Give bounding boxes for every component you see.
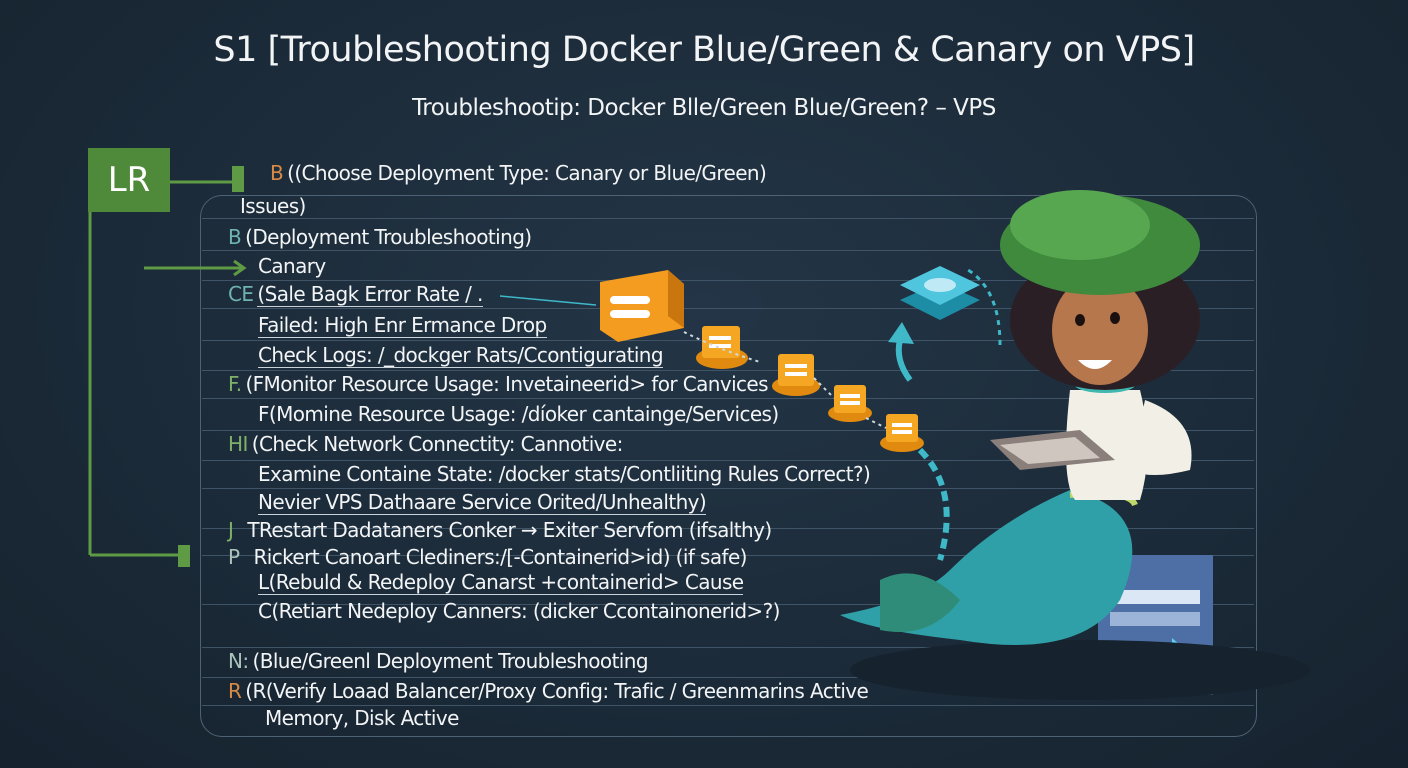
flow-line: L(Rebuld & Redeploy Canarst +containerid…	[258, 570, 744, 595]
divider	[202, 604, 1254, 605]
line-prefix: CE	[228, 282, 254, 306]
line-text: ((Choose Deployment Type: Canary or Blue…	[287, 161, 767, 185]
flow-panel	[200, 195, 1257, 737]
line-text: TRestart Dadataners Conker → Exiter Serv…	[247, 518, 772, 542]
flow-line: Canary	[258, 254, 326, 278]
divider	[202, 398, 1254, 399]
dashed-arrow	[917, 447, 950, 561]
line-text: Check Logs: /_dockger Rats/Ccontiguratin…	[258, 343, 664, 368]
line-text: Memory, Disk Active	[265, 706, 459, 730]
flow-line: C(Retiart Nedeploy Canners: (dicker Ccon…	[258, 599, 780, 623]
flow-line: N:(Blue/Greenl Deployment Troubleshootin…	[228, 649, 649, 673]
database-node-icon	[828, 385, 872, 422]
line-prefix: N:	[228, 649, 249, 673]
line-prefix: F.	[228, 372, 242, 396]
line-text: Issues)	[240, 194, 306, 218]
flow-line: Issues)	[240, 194, 306, 218]
flow-line: P Rickert Canoart Clediners:/[-Containeri…	[228, 545, 747, 569]
mermaid-character-illustration	[840, 190, 1310, 700]
line-text: (Blue/Greenl Deployment Troubleshooting	[252, 649, 649, 673]
divider	[202, 677, 1254, 678]
flow-line: Failed: High Enr Ermance Drop	[258, 313, 547, 338]
root-node-lr: LR	[88, 148, 170, 212]
flow-line: R(R(Verify Loaad Balancer/Proxy Config: …	[228, 679, 869, 703]
divider	[202, 370, 1254, 371]
line-prefix: R	[228, 679, 242, 703]
flow-line: Memory, Disk Active	[265, 706, 459, 730]
flow-line: J TRestart Dadataners Conker → Exiter Ser…	[228, 518, 772, 542]
line-text: (R(Verify Loaad Balancer/Proxy Config: T…	[245, 679, 869, 703]
divider	[202, 308, 1254, 309]
line-text: (Check Network Connectity: Cannotive:	[251, 432, 624, 456]
line-text: Examine Containe State: /docker stats/Co…	[258, 462, 871, 486]
arrow-head-icon	[888, 322, 914, 344]
divider	[202, 250, 1254, 251]
line-prefix: J	[228, 518, 234, 542]
divider	[202, 218, 1254, 219]
flow-line: B(Deployment Troubleshooting)	[228, 225, 532, 249]
line-prefix: HI	[228, 432, 248, 456]
divider	[202, 488, 1254, 489]
line-text: (FMonitor Resource Usage: Invetaineerid>…	[245, 372, 768, 396]
divider	[202, 555, 1254, 556]
flow-line: F(Momine Resource Usage: /díoker cantain…	[258, 402, 779, 426]
database-icon	[600, 270, 684, 342]
dotted-link	[967, 268, 1002, 346]
divider	[202, 280, 1254, 281]
arrow-icon	[144, 259, 247, 277]
line-text: Failed: High Enr Ermance Drop	[258, 313, 547, 338]
line-text: Nevier VPS Dathaare Service Orited/Unhea…	[258, 490, 707, 515]
page-subtitle: Troubleshootip: Docker Blle/Green Blue/G…	[412, 95, 996, 121]
database-node-icon	[696, 326, 748, 369]
divider	[202, 460, 1254, 461]
flow-line: Nevier VPS Dathaare Service Orited/Unhea…	[258, 490, 707, 515]
flow-line: B((Choose Deployment Type: Canary or Blu…	[270, 161, 767, 185]
divider	[202, 705, 1254, 706]
database-node-icon	[880, 414, 924, 452]
connector-end	[232, 166, 244, 192]
flow-line: F.(FMonitor Resource Usage: Invetaineeri…	[228, 372, 769, 396]
line-text: F(Momine Resource Usage: /díoker cantain…	[258, 402, 779, 426]
line-prefix: B	[228, 225, 242, 249]
line-text: (Sale Bagk Error Rate / .	[257, 282, 483, 307]
page-title: S1 [Troubleshooting Docker Blue/Green & …	[213, 30, 1195, 70]
divider	[202, 430, 1254, 431]
line-text: C(Retiart Nedeploy Canners: (dicker Ccon…	[258, 599, 780, 623]
root-connector	[88, 180, 236, 557]
line-prefix: B	[270, 161, 284, 185]
database-node-icon	[772, 354, 820, 396]
line-text: Rickert Canoart Clediners:/[-Containerid…	[253, 545, 747, 569]
flow-line: Examine Containe State: /docker stats/Co…	[258, 462, 871, 486]
flow-line: Check Logs: /_dockger Rats/Ccontiguratin…	[258, 343, 664, 368]
line-text: (Deployment Troubleshooting)	[245, 225, 532, 249]
line-prefix: P	[228, 545, 240, 569]
dotted-link	[683, 331, 887, 429]
flow-line: CE(Sale Bagk Error Rate / .	[228, 282, 483, 307]
pointer-line	[499, 295, 597, 306]
divider	[202, 528, 1254, 529]
line-text: L(Rebuld & Redeploy Canarst +containerid…	[258, 570, 744, 595]
curved-arrow-icon	[895, 339, 913, 382]
line-text: Canary	[258, 254, 326, 278]
flow-line: HI(Check Network Connectity: Cannotive:	[228, 432, 623, 456]
server-chip-icon	[900, 266, 980, 320]
connector-end	[178, 545, 190, 567]
divider	[202, 647, 1254, 648]
